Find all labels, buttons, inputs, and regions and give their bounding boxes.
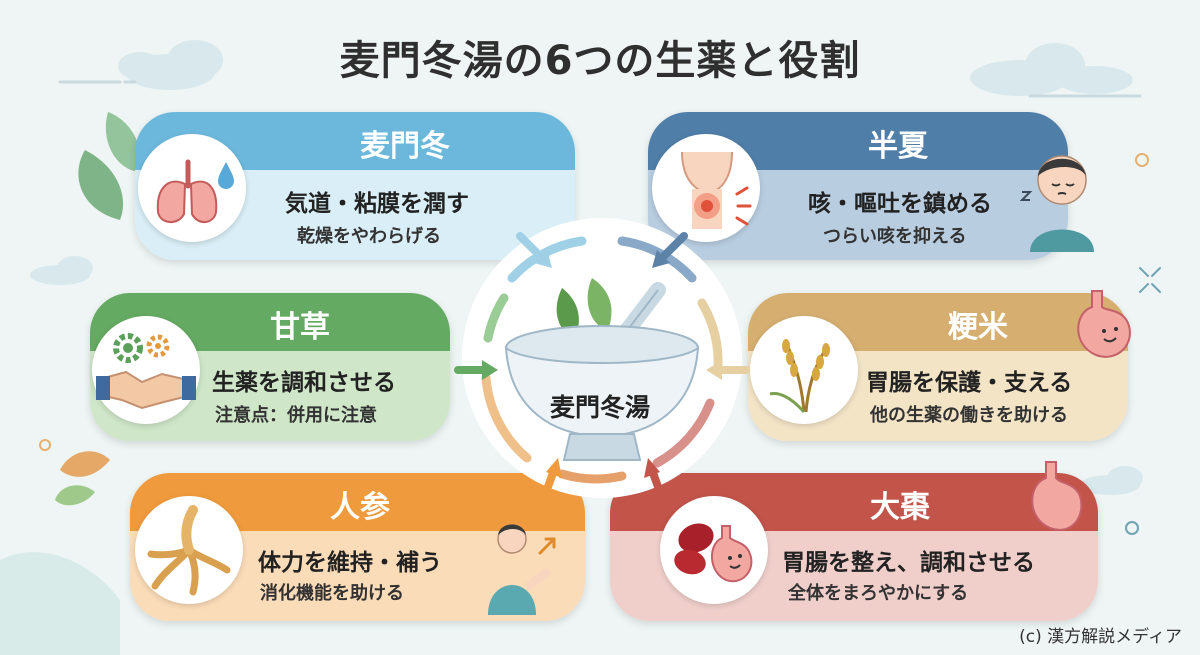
herb-name: 甘草 [270, 310, 330, 345]
stomach-icon [1031, 461, 1083, 531]
herb-note: 全体をまろやかにする [788, 583, 969, 604]
herb-note: 乾燥をやわらげる [297, 226, 441, 247]
herb-role: 胃腸を保護・支える [866, 370, 1073, 396]
herb-note: 注意点：併用に注意 [215, 405, 377, 426]
credit-text: (c) 漢方解説メディア [1019, 627, 1182, 647]
lungs-icon [138, 134, 246, 242]
herb-role: 咳・嘔吐を鎮める [808, 191, 992, 217]
center-formula-label: 麦門冬湯 [549, 393, 650, 422]
herb-name: 麦門冬 [360, 129, 450, 164]
jujube-icon [660, 496, 768, 604]
herb-role: 気道・粘膜を潤す [285, 191, 469, 217]
ginseng-root-icon [135, 496, 243, 604]
herb-name: 人参 [330, 490, 390, 525]
herb-role: 体力を維持・補う [258, 550, 442, 576]
herb-note: 消化機能を助ける [260, 583, 404, 604]
herb-name: 粳米 [948, 310, 1008, 345]
herb-note: 他の生薬の働きを助ける [870, 405, 1068, 426]
handshake-gears-icon [92, 316, 200, 424]
herb-role: 胃腸を整え、調和させる [782, 550, 1035, 576]
page-title: 麦門冬湯の6つの生薬と役割 [339, 38, 861, 84]
herb-role: 生薬を調和させる [212, 370, 396, 396]
coughing-person-icon [1020, 155, 1094, 252]
herb-note: つらい咳を抑える [823, 226, 967, 247]
herb-name: 大棗 [870, 490, 930, 525]
stomach-icon [1077, 290, 1131, 358]
energetic-person-icon [488, 524, 556, 615]
herb-card-bakumondo: 麦門冬 気道・粘膜を潤す 乾燥をやわらげる [135, 112, 575, 260]
herb-name: 半夏 [868, 129, 928, 164]
herb-card-kobei: 粳米 胃腸を保護・支える 他の生薬の働きを助ける [748, 293, 1128, 441]
throat-icon [652, 134, 760, 242]
rice-plant-icon [750, 316, 858, 424]
center-cycle-diagram [454, 218, 750, 502]
